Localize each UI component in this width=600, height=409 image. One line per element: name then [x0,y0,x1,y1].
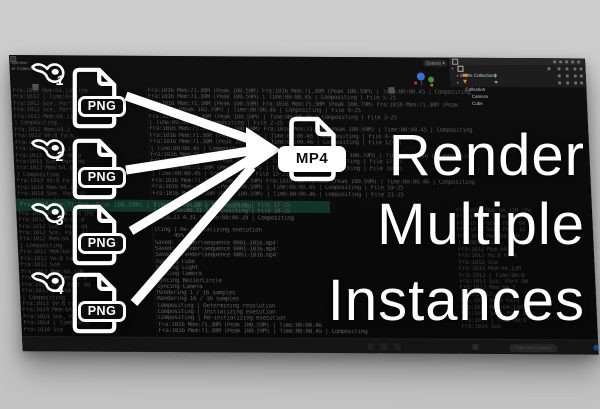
instance-number: 2 [56,148,64,164]
headline-line-1: Render [388,123,585,188]
file-document-icon [72,272,117,334]
blender-instance-1: 1 [31,60,69,94]
file-document-icon [72,204,117,266]
png-file-icon-2: PNG [71,138,126,200]
arrow-line-3 [128,155,254,235]
file-document-icon [72,67,117,129]
blender-instance-2: 2 [31,136,69,170]
instance-number: 1 [56,72,64,88]
blender-instance-4: 4 [31,269,69,303]
arrow-line-2 [125,146,251,175]
png-badge: PNG [78,233,126,254]
mp4-badge: MP4 [278,146,346,172]
blender-instance-3: 3 [31,200,69,234]
png-badge: PNG [78,301,126,322]
file-document-icon [289,116,336,182]
headline-line-2: Multiple [377,192,585,257]
file-document-icon [72,138,117,200]
blender-logo-icon [31,203,65,223]
arrowhead-icon [246,127,281,174]
png-file-icon-4: PNG [71,272,126,334]
instance-number: 4 [56,281,64,297]
blender-logo-icon [31,139,65,159]
instance-number: 3 [56,212,64,228]
png-file-icon-1: PNG [71,67,126,129]
png-badge: PNG [78,96,126,117]
arrow-line-4 [130,164,256,306]
png-badge: PNG [78,167,126,188]
arrow-line-1 [124,91,254,145]
png-file-icon-3: PNG [71,204,126,266]
headline-line-3: Instances [327,268,585,333]
blender-logo-icon [31,63,65,83]
mp4-file-icon: MP4 [278,116,346,182]
blender-logo-icon [31,272,65,292]
